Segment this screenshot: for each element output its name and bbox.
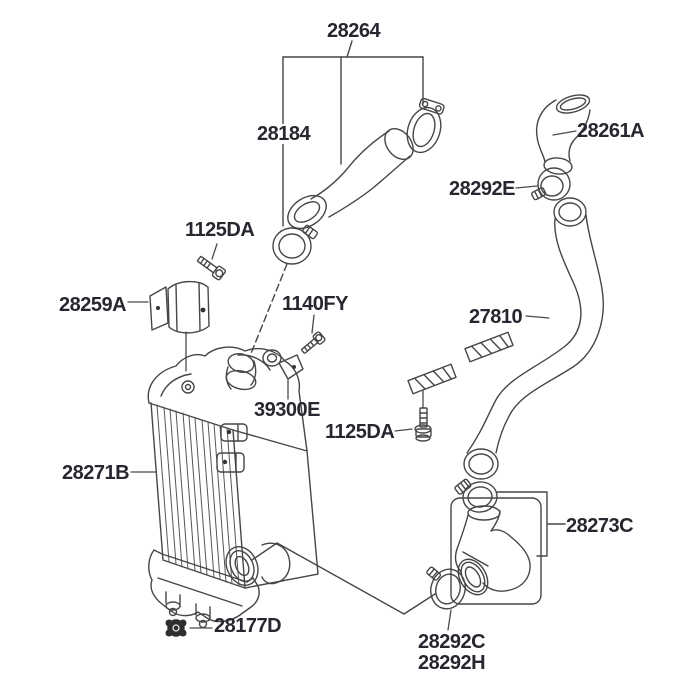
- part-label-28292E: 28292E: [449, 178, 515, 200]
- clamp-28264-upper-icon: [406, 97, 445, 154]
- hose-28261A-drawing: [535, 94, 591, 175]
- part-label-28292C: 28292C: [418, 631, 486, 653]
- part-label-1125DA-upper: 1125DA: [185, 219, 255, 241]
- part-label-28177D: 28177D: [214, 615, 282, 637]
- bolt-1140FY-icon: [301, 314, 326, 354]
- bracket-28259A-drawing: [127, 280, 210, 372]
- intercooler-28271B-drawing: [130, 346, 319, 629]
- part-label-27810: 27810: [469, 306, 523, 328]
- part-label-28292H: 28292H: [418, 652, 486, 674]
- sensor-39300E-drawing: [262, 349, 304, 400]
- part-label-28261A: 28261A: [577, 120, 645, 142]
- part-label-28184: 28184: [255, 123, 313, 145]
- bolt-1125DA-upper-icon: [196, 243, 226, 281]
- part-label-28259A: 28259A: [59, 294, 127, 316]
- part-label-28264: 28264: [327, 20, 381, 42]
- clamp-28292C-icon: [426, 566, 466, 631]
- part-label-28273C: 28273C: [566, 515, 634, 537]
- hose-28273C-drawing: [454, 505, 531, 596]
- pipe-27810-drawing: [407, 197, 604, 480]
- clamp-28264-lower-icon: [272, 224, 318, 265]
- leader-outlet-to-clamp: [251, 542, 436, 615]
- highlight-box-28273C: [450, 497, 542, 605]
- bolt-1125DA-lower-icon: [394, 407, 432, 442]
- clamp-28292E-icon: [515, 167, 571, 201]
- hose-28184-drawing: [287, 128, 414, 230]
- part-label-1140FY: 1140FY: [282, 293, 348, 315]
- part-label-39300E: 39300E: [254, 399, 320, 421]
- leader-dashed-to-inlet: [249, 263, 288, 357]
- nut-28177D-icon: [165, 619, 213, 637]
- callout-bracket-28273C: [496, 491, 566, 557]
- part-label-1125DA-lower: 1125DA: [325, 421, 395, 443]
- part-label-28271B: 28271B: [62, 462, 130, 484]
- clamp-pipe-end-icon: [454, 478, 498, 513]
